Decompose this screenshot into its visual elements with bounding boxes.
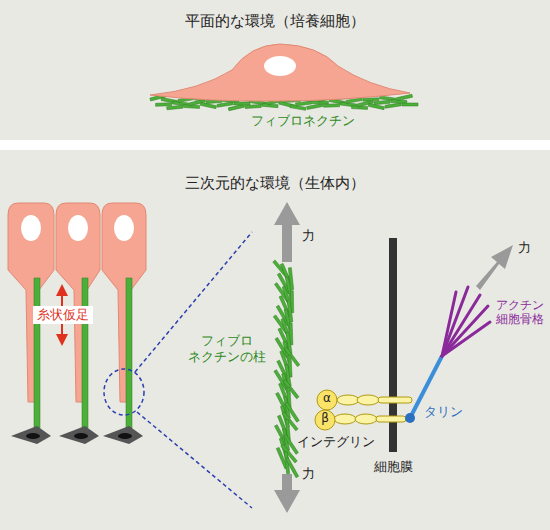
- panel-title: 三次元的な環境（生体内）: [0, 150, 550, 193]
- zoom-circle: [104, 369, 144, 415]
- fiber: [374, 100, 390, 104]
- fiber: [396, 94, 412, 101]
- fibronectin-label: フィブロネクチン: [243, 113, 363, 129]
- beta-letter: β: [318, 411, 332, 425]
- actin-filament: [442, 322, 490, 356]
- fiber: [402, 103, 418, 106]
- substrate-cell: [59, 426, 99, 444]
- tissue-cell: [56, 203, 100, 402]
- fiber: [295, 101, 311, 106]
- integrin-tail: [378, 397, 412, 403]
- substrate-cell: [103, 426, 143, 444]
- tissue-cells: [8, 203, 146, 444]
- fiber: [285, 457, 298, 478]
- fiber: [307, 104, 323, 110]
- fiber: [363, 98, 379, 101]
- integrin-label: インテグリン: [290, 434, 382, 450]
- nucleus: [68, 215, 88, 241]
- force-label: 力: [302, 228, 322, 244]
- alpha-letter: α: [320, 391, 334, 405]
- fibronectin-column-label: フィブロ ネクチンの柱: [186, 333, 268, 364]
- fiber: [156, 103, 172, 107]
- integrin: [315, 390, 412, 430]
- fiber: [245, 104, 261, 108]
- force-arrow: [476, 245, 513, 290]
- zoom-line: [137, 412, 252, 508]
- beta-subunit: [315, 410, 335, 430]
- tissue-cell: [102, 203, 146, 402]
- fiber: [234, 102, 250, 105]
- integrin-domain: [355, 414, 377, 424]
- force-arrow: [274, 202, 300, 262]
- fibronectin-column: [273, 260, 300, 478]
- tissue-cell: [8, 203, 54, 402]
- nucleus: [21, 215, 41, 241]
- fiber: [167, 105, 183, 110]
- integrin-tail: [376, 416, 406, 422]
- integrin-domain: [357, 395, 379, 405]
- fiber: [385, 103, 401, 108]
- flat-cell: [150, 44, 410, 101]
- actin-filament: [442, 306, 488, 356]
- substrate-nucleus: [74, 433, 88, 439]
- substrate-nucleus: [118, 433, 132, 439]
- integrin-domain: [334, 414, 356, 424]
- fibronectin-column: [34, 278, 40, 428]
- talin-head: [405, 413, 415, 423]
- force-label: 力: [302, 466, 322, 482]
- substrate-cell: [11, 426, 51, 444]
- filopodia-label: 糸状仮足: [33, 306, 93, 324]
- force-label: 力: [518, 240, 538, 256]
- panel-title: 平面的な環境（培養細胞）: [0, 0, 550, 31]
- nucleus: [264, 56, 296, 76]
- substrate-nucleus: [26, 433, 40, 439]
- integrin-domain: [337, 395, 359, 405]
- fiber: [217, 102, 233, 107]
- nucleus: [114, 215, 134, 241]
- actin-label: アクチン 細胞骨格: [493, 298, 547, 327]
- alpha-subunit: [317, 390, 337, 410]
- membrane-label: 細胞膜: [362, 459, 424, 475]
- actin-filament: [442, 295, 480, 356]
- talin-label: タリン: [424, 404, 484, 420]
- actin: [442, 287, 490, 356]
- force-arrow: [274, 474, 300, 513]
- fibronectin-column: [82, 278, 88, 428]
- fibronectin-column: [126, 278, 132, 428]
- fiber: [324, 104, 340, 108]
